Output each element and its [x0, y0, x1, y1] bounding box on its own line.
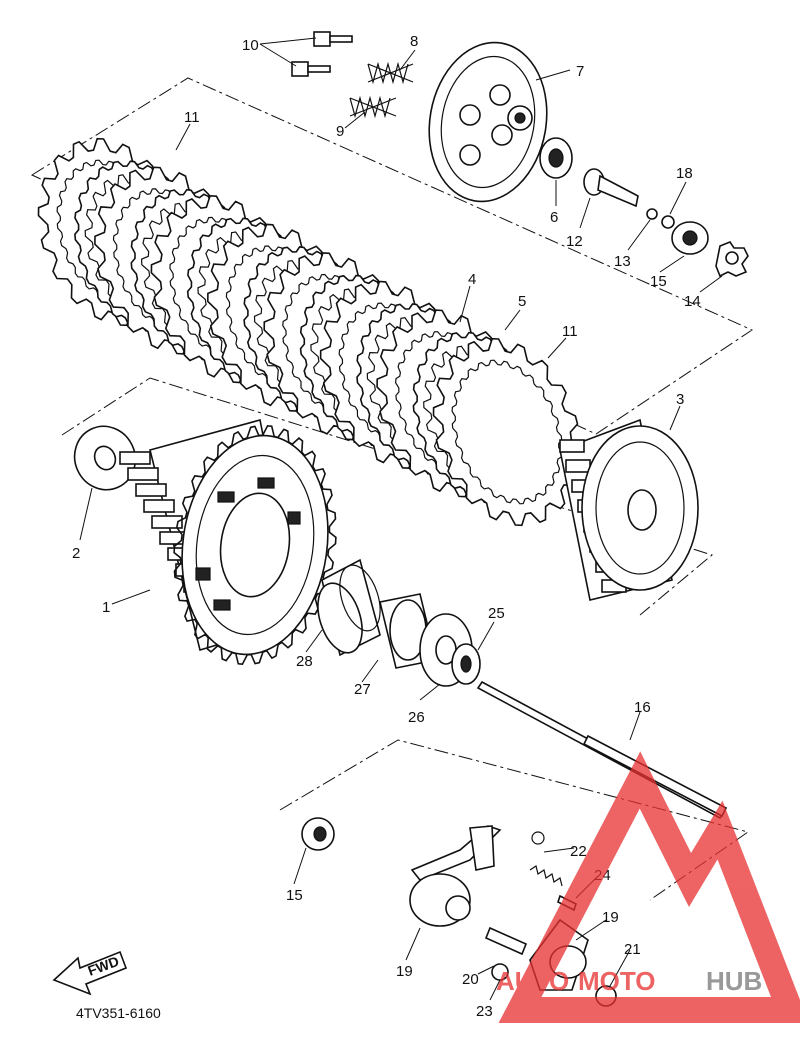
- callout-9: 9: [336, 123, 344, 140]
- watermark-word-auto: AUTO: [496, 966, 569, 996]
- callout-22: 21: [624, 941, 641, 958]
- bearing: [539, 137, 573, 179]
- automotohub-watermark: AUTO MOTO HUB: [496, 751, 800, 1023]
- push-rod-long: [476, 680, 728, 820]
- callout-3: 3: [676, 391, 684, 408]
- callout-26: 25: [488, 605, 505, 622]
- boss-spline: [559, 439, 585, 453]
- watermark-word-hub: HUB: [706, 966, 762, 996]
- washer: [661, 215, 675, 229]
- needle-bearing: [317, 558, 381, 657]
- push-rod: [583, 168, 639, 208]
- callout-29: 28: [296, 653, 313, 670]
- callout-5: 5: [518, 293, 526, 310]
- housing-finger: [135, 483, 167, 497]
- clutch-spring-9: [349, 95, 397, 119]
- callout-19: 19: [396, 963, 413, 980]
- callout-4: 4: [468, 271, 476, 288]
- callout-27: 26: [408, 709, 425, 726]
- friction-plate: [432, 337, 582, 527]
- housing-finger: [119, 451, 151, 465]
- friction-plate-stack: [37, 137, 582, 527]
- collar: [451, 643, 481, 685]
- watermark-triangle: [498, 751, 800, 1023]
- clutch-housing: [119, 419, 337, 666]
- callout-17: 16: [634, 699, 651, 716]
- push-lever-shaft: [409, 825, 502, 927]
- clutch-boss: [559, 418, 699, 601]
- callout-6: 6: [550, 209, 558, 226]
- callout-21: 20: [462, 971, 479, 988]
- callout-11-bottom: 11: [562, 323, 578, 340]
- bolt-21: [484, 926, 528, 956]
- callout-2: 2: [72, 545, 80, 562]
- housing-finger: [127, 467, 159, 481]
- nut: [671, 221, 709, 255]
- callout-10: 10: [242, 37, 259, 54]
- callout-13: 13: [614, 253, 631, 270]
- housing-finger: [143, 499, 175, 513]
- callout-18: 18: [676, 165, 693, 182]
- oil-seal: [301, 817, 335, 851]
- plate-inner-edge: [451, 359, 563, 505]
- callout-8: 8: [410, 33, 418, 50]
- bolts: [291, 31, 353, 77]
- callout-28: 27: [354, 681, 371, 698]
- return-spring: [529, 831, 563, 887]
- boss-spline: [565, 459, 591, 473]
- callout-1: 1: [102, 599, 110, 616]
- lock-washer: [715, 241, 749, 278]
- callout-14: 14: [684, 293, 701, 310]
- callout-24: 23: [476, 1003, 493, 1020]
- callout-11-top: 11: [184, 109, 200, 126]
- forward-arrow-icon: FWD: [52, 950, 128, 996]
- callout-16: 15: [286, 887, 303, 904]
- callout-15: 15: [650, 273, 667, 290]
- o-ring: [646, 208, 658, 220]
- watermark-word-moto: MOTO: [578, 966, 656, 996]
- housing-finger: [151, 515, 183, 529]
- callout-12: 12: [566, 233, 583, 250]
- leader-lines: [79, 37, 723, 1001]
- diagram-code: 4TV351-6160: [76, 1005, 161, 1021]
- callout-7: 7: [576, 63, 584, 80]
- callout-20: 19: [602, 909, 619, 926]
- thrust-washer: [73, 425, 137, 491]
- watermark-triangle-logo: [498, 751, 800, 1023]
- pressure-plate: [428, 41, 548, 203]
- callout-23: 22: [570, 843, 587, 860]
- clutch-spring-8: [367, 61, 414, 85]
